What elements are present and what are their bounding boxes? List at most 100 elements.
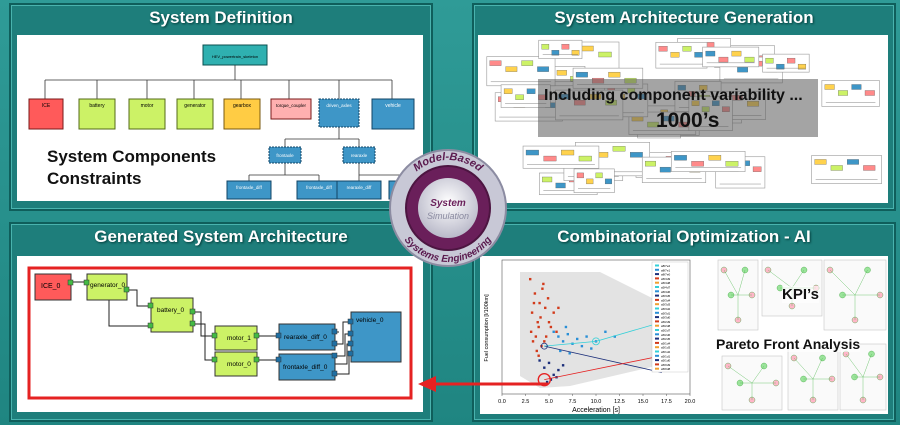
legend-swatch bbox=[655, 307, 659, 310]
data-point bbox=[529, 330, 533, 333]
legend-swatch bbox=[655, 298, 659, 301]
kpi-diagram bbox=[787, 347, 839, 411]
highlight-circle bbox=[540, 342, 548, 350]
tree-leaf-2 bbox=[296, 180, 342, 200]
x-tick-label: 15.0 bbox=[638, 399, 649, 405]
data-point bbox=[547, 321, 551, 324]
data-point bbox=[552, 330, 555, 333]
panel-title: System Definition bbox=[149, 8, 293, 27]
tree-node-torque-coupler bbox=[270, 98, 312, 120]
generated-architecture-diagram: ICE_0 generator_0 battery_0 motor_1 moto… bbox=[27, 266, 413, 400]
data-point bbox=[590, 347, 593, 350]
kpi-diagram bbox=[839, 343, 887, 411]
legend-swatch bbox=[655, 286, 659, 288]
data-point bbox=[538, 359, 541, 362]
tree-node-rearaxle bbox=[342, 146, 376, 164]
y-axis-label: Fuel consumption [l/100km] bbox=[484, 294, 490, 362]
legend-swatch bbox=[655, 337, 659, 340]
tree-node-driven-axles bbox=[318, 98, 360, 128]
block-ice-0 bbox=[34, 273, 72, 301]
legend-swatch bbox=[655, 273, 659, 276]
legend-entry: a5f4d9 bbox=[661, 277, 671, 281]
tree-node-gearbox bbox=[223, 98, 261, 130]
legend-entry: a5f0d9 bbox=[661, 363, 671, 367]
legend-swatch bbox=[655, 333, 659, 336]
block-vehicle-0-label: vehicle_0 bbox=[356, 317, 384, 324]
x-axis-label: Acceleration [s] bbox=[572, 407, 620, 414]
badge-center-line2: Simulation bbox=[427, 211, 469, 221]
panel-generated-architecture: Generated System Architecture ICE_0 bbox=[9, 222, 433, 422]
tree-node-gearbox-label: gearbox bbox=[233, 103, 252, 109]
data-point bbox=[564, 325, 568, 329]
legend-entry: a5f2d8 bbox=[661, 324, 671, 328]
legend-swatch bbox=[655, 268, 659, 271]
data-point bbox=[533, 292, 537, 295]
legend-entry: a5f3d2 bbox=[661, 307, 671, 311]
legend-swatch bbox=[655, 341, 659, 344]
legend-swatch bbox=[655, 354, 659, 357]
legend-entry: a5f1d1 bbox=[661, 354, 671, 358]
variant-diagram bbox=[821, 80, 880, 107]
data-point bbox=[576, 337, 579, 341]
tree-node-frontaxle-label: frontaxle bbox=[276, 153, 294, 158]
block-vehicle-0 bbox=[350, 311, 402, 363]
tree-node-rearaxle-label: rearaxle bbox=[351, 153, 368, 158]
pareto-line bbox=[544, 355, 662, 381]
legend-swatch bbox=[655, 329, 659, 331]
legend-swatch bbox=[655, 363, 659, 366]
variant-diagram bbox=[522, 145, 600, 169]
badge-center-line1: System bbox=[430, 198, 466, 209]
kpi-diagram bbox=[823, 259, 887, 331]
definition-canvas: HEV_powertrain_skeleton bbox=[17, 35, 424, 201]
data-point bbox=[535, 349, 538, 353]
pareto-line bbox=[544, 321, 662, 347]
data-point bbox=[557, 306, 560, 310]
tree-node-motor bbox=[128, 98, 166, 130]
legend-swatch bbox=[655, 303, 659, 306]
legend-swatch bbox=[655, 350, 659, 353]
data-point bbox=[537, 325, 540, 329]
panel-architecture-generation: System Architecture Generation Including… bbox=[472, 3, 896, 211]
legend-swatch bbox=[655, 281, 659, 284]
legend-swatch bbox=[655, 290, 659, 293]
x-tick-label: 5.0 bbox=[545, 399, 553, 405]
kpi-diagram bbox=[717, 259, 759, 331]
highlight-circle bbox=[592, 337, 600, 346]
badge-center-disc bbox=[418, 178, 478, 238]
generation-canvas: Including component variability ... 1000… bbox=[478, 35, 888, 203]
legend-entry: a5f2d5 bbox=[661, 337, 671, 341]
block-rearaxle-diff-0 bbox=[278, 323, 336, 351]
data-point bbox=[534, 335, 538, 338]
kpi-diagram bbox=[721, 355, 783, 411]
data-point bbox=[555, 330, 558, 333]
tree-node-battery bbox=[78, 98, 116, 130]
legend-entry: a5f1d0 bbox=[661, 359, 671, 363]
legend-entry: a5f1d2 bbox=[661, 350, 671, 354]
data-point bbox=[539, 316, 542, 319]
data-point bbox=[559, 349, 562, 353]
legend-entry: a5f3d5 bbox=[661, 294, 671, 298]
variant-diagram bbox=[538, 39, 583, 59]
data-point bbox=[538, 301, 541, 305]
mbse-badge: Model-Based Systems Engineering System S… bbox=[380, 140, 516, 276]
tree-leaf-3-label: rearaxle_diff bbox=[347, 185, 372, 190]
data-point bbox=[547, 361, 551, 365]
block-generator-0-label: generator_0 bbox=[90, 282, 125, 289]
legend-entry: a8f7e1 bbox=[661, 268, 671, 272]
data-point bbox=[546, 297, 550, 300]
legend-swatch bbox=[655, 294, 659, 297]
data-point bbox=[552, 311, 555, 314]
data-point bbox=[529, 277, 532, 281]
data-point bbox=[530, 311, 534, 314]
data-point bbox=[561, 340, 565, 343]
legend-entry: a5f1d4 bbox=[661, 341, 671, 345]
x-tick-label: 10.0 bbox=[591, 399, 602, 405]
panel-title: Generated System Architecture bbox=[94, 227, 348, 246]
variant-diagram bbox=[655, 41, 708, 69]
definition-caption-line1: System Components bbox=[47, 147, 217, 166]
legend-entry: a5f2d9 bbox=[661, 320, 671, 324]
data-point bbox=[557, 335, 560, 338]
generation-caption-line2: 1000’s bbox=[656, 109, 720, 132]
legend-swatch bbox=[655, 367, 659, 370]
